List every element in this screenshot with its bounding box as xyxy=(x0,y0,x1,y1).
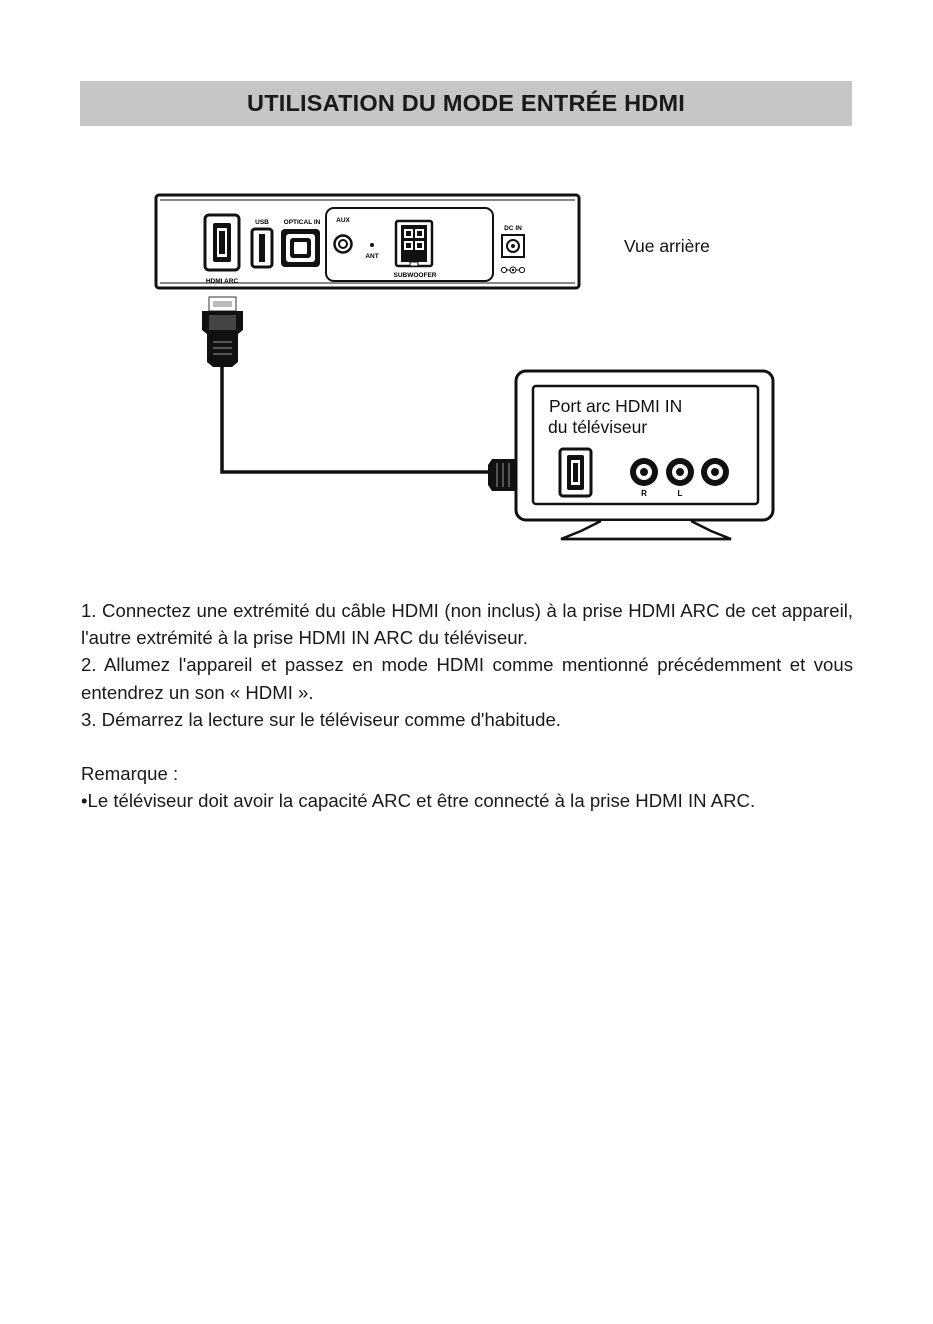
instruction-step-2: 2. Allumez l'appareil et passez en mode … xyxy=(81,654,853,703)
instructions-block: 1. Connectez une extrémité du câble HDMI… xyxy=(81,597,853,814)
dc-in-label: DC IN xyxy=(504,225,522,232)
optical-port-icon xyxy=(281,229,320,267)
aux-jack-icon xyxy=(333,234,353,254)
tv-audio-l-label: L xyxy=(678,489,683,498)
rca-jack-icon xyxy=(666,458,694,486)
hdmi-cable xyxy=(220,367,492,474)
dc-in-jack-icon xyxy=(501,234,525,258)
subwoofer-label: SUBWOOFER xyxy=(394,272,437,279)
ant-label: ANT xyxy=(365,253,378,260)
aux-label: AUX xyxy=(336,217,350,224)
title-bar: UTILISATION DU MODE ENTRÉE HDMI xyxy=(80,81,852,126)
subwoofer-port-icon xyxy=(394,219,434,268)
ant-dot-icon xyxy=(370,243,374,247)
rca-jack-icon xyxy=(701,458,729,486)
instruction-step-1: 1. Connectez une extrémité du câble HDMI… xyxy=(81,600,853,649)
page-title: UTILISATION DU MODE ENTRÉE HDMI xyxy=(247,90,685,116)
connection-diagram: HDMI ARC USB OPTICAL IN AUX ANT xyxy=(154,193,775,541)
polarity-symbol-icon xyxy=(500,266,526,274)
instruction-step-3: 3. Démarrez la lecture sur le téléviseur… xyxy=(81,708,561,730)
usb-port-icon xyxy=(250,227,274,269)
hdmi-arc-label: HDMI ARC xyxy=(206,278,239,285)
note-text: •Le téléviseur doit avoir la capacité AR… xyxy=(81,790,756,812)
spacer xyxy=(81,733,853,760)
tv-label-line2: du téléviseur xyxy=(548,417,647,437)
tv-audio-r-label: R xyxy=(641,489,647,498)
tv-hdmi-port-icon xyxy=(558,447,593,498)
optical-in-label: OPTICAL IN xyxy=(284,219,321,226)
rear-view-label: Vue arrière xyxy=(624,236,710,256)
tv-label-line1: Port arc HDMI IN xyxy=(549,396,682,416)
hdmi-arc-port-icon xyxy=(203,213,241,272)
device-rear-panel: HDMI ARC USB OPTICAL IN AUX ANT xyxy=(154,193,581,290)
rca-jack-icon xyxy=(630,458,658,486)
usb-label: USB xyxy=(255,219,269,226)
note-heading: Remarque : xyxy=(81,763,179,785)
hdmi-plug-device-icon xyxy=(202,296,243,367)
